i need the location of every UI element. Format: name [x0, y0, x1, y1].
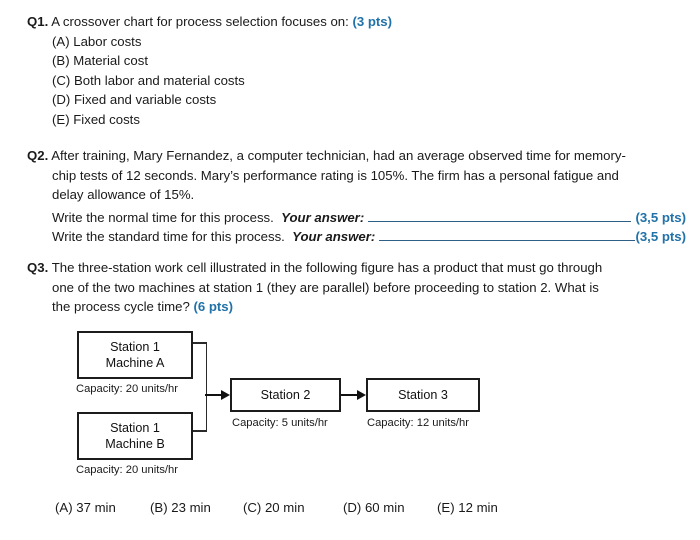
- question-2-text-1: After training, Mary Fernandez, a comput…: [51, 148, 626, 163]
- question-2-body-line-1: Q2. After training, Mary Fernandez, a co…: [27, 146, 686, 166]
- normal-time-your-answer-label: Your answer:: [281, 209, 365, 225]
- question-1-option-e[interactable]: (E) Fixed costs: [52, 111, 140, 127]
- normal-time-answer-blank[interactable]: [368, 210, 632, 222]
- box-station1-machine-a-line2: Machine A: [105, 356, 165, 370]
- question-3-option-b[interactable]: (B) 23 min: [150, 500, 211, 515]
- question-3-body-line-2: one of the two machines at station 1 (th…: [52, 279, 599, 295]
- question-3-points: (6 pts): [193, 299, 234, 314]
- standard-time-your-answer-label: Your answer:: [292, 229, 376, 244]
- question-1-points: (3 pts): [352, 14, 393, 29]
- standard-time-prompt: Write the standard time for this process…: [52, 229, 285, 244]
- question-3-option-d[interactable]: (D) 60 min: [343, 500, 405, 515]
- question-2-body-line-2: chip tests of 12 seconds. Mary’s perform…: [52, 167, 619, 183]
- box-station1-machine-b-line2: Machine B: [105, 437, 165, 451]
- question-2-body-line-3: delay allowance of 15%.: [52, 187, 195, 202]
- normal-time-points: (3,5 pts): [635, 209, 686, 225]
- question-1-option-b[interactable]: (B) Material cost: [52, 53, 148, 68]
- question-3-body-line-3: the process cycle time? (6 pts): [27, 297, 686, 317]
- question-3-body-line-1: Q3. The three-station work cell illustra…: [27, 258, 686, 278]
- box-station-2-line1: Station 2: [260, 387, 311, 402]
- box-station1-machine-b-line1: Station 1: [110, 420, 160, 435]
- box-station-3-line1: Station 3: [398, 387, 448, 402]
- arrowhead-into-station2: [221, 389, 230, 400]
- question-2: Q2. After training, Mary Fernandez, a co…: [27, 146, 686, 247]
- wire-station2-to-station3: [341, 394, 361, 397]
- question-1: Q1. A crossover chart for process select…: [27, 12, 686, 129]
- question-3-option-e[interactable]: (E) 12 min: [437, 500, 498, 515]
- question-3: Q3. The three-station work cell illustra…: [27, 258, 686, 317]
- question-3-option-a[interactable]: (A) 37 min: [55, 500, 116, 515]
- box-station-3: Station 3: [366, 378, 480, 412]
- question-2-label: Q2.: [27, 148, 49, 163]
- box-station1-machine-b: Station 1 Machine B: [77, 412, 193, 460]
- wire-machine-b-stub: [193, 430, 207, 432]
- question-3-text-1: The three-station work cell illustrated …: [51, 260, 603, 275]
- question-1-option-c[interactable]: (C) Both labor and material costs: [52, 72, 245, 88]
- box-station1-machine-a-line1: Station 1: [110, 339, 160, 354]
- question-3-option-c[interactable]: (C) 20 min: [243, 500, 305, 515]
- question-1-option-d[interactable]: (D) Fixed and variable costs: [52, 92, 217, 107]
- question-3-label: Q3.: [27, 260, 49, 275]
- standard-time-points: (3,5 pts): [635, 229, 686, 244]
- box-station-2: Station 2: [230, 378, 341, 412]
- wire-machine-a-stub: [193, 342, 207, 344]
- wire-merge-spine: [205, 342, 208, 431]
- question-1-prompt-line: Q1. A crossover chart for process select…: [27, 12, 686, 32]
- capacity-label-machine-b: Capacity: 20 units/hr: [76, 464, 178, 476]
- capacity-label-station-2: Capacity: 5 units/hr: [232, 417, 328, 429]
- wire-merge-to-station2: [205, 394, 225, 397]
- capacity-label-machine-a: Capacity: 20 units/hr: [76, 383, 178, 395]
- standard-time-answer-blank[interactable]: [379, 229, 636, 241]
- normal-time-prompt: Write the normal time for this process.: [52, 209, 274, 225]
- question-2-answer-row-2: Write the standard time for this process…: [27, 227, 686, 247]
- question-2-answer-row-1: Write the normal time for this process. …: [27, 208, 686, 228]
- question-1-prompt: A crossover chart for process selection …: [51, 14, 349, 29]
- arrowhead-into-station3: [357, 389, 366, 400]
- question-1-option-a[interactable]: (A) Labor costs: [52, 33, 142, 49]
- question-1-label: Q1.: [27, 14, 49, 29]
- box-station1-machine-a: Station 1 Machine A: [77, 331, 193, 379]
- question-3-text-3: the process cycle time?: [52, 299, 190, 314]
- capacity-label-station-3: Capacity: 12 units/hr: [367, 417, 469, 429]
- work-cell-diagram: Station 1 Machine A Capacity: 20 units/h…: [0, 318, 560, 483]
